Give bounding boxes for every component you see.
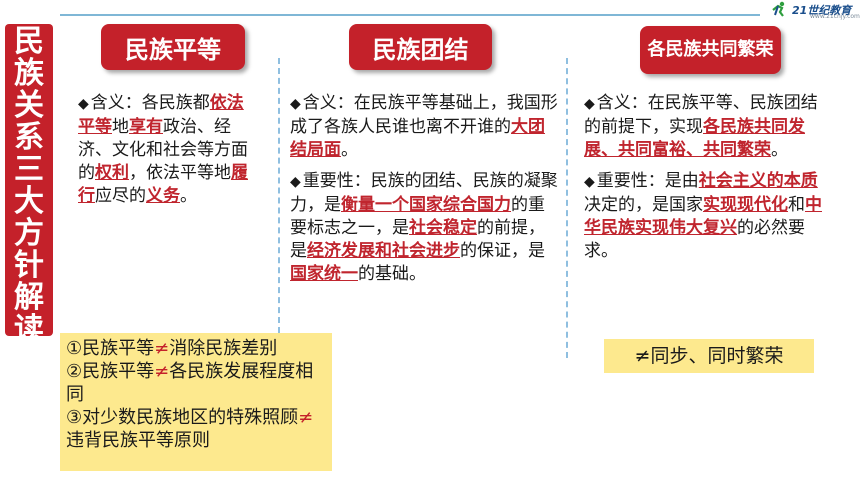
body-text: 含义：在民族平等基础上，我国形成了各族人民谁也离不开谁的 [290,93,558,137]
not-equal-sign: ≠ [154,361,170,382]
column-equality-text: ◆含义：各民族都依法平等地享有政治、经济、文化和社会等方面的权利，依法平等地履行… [78,92,258,216]
body-text: 应尽的 [95,186,146,206]
top-divider-line [60,14,760,16]
diamond-bullet-icon: ◆ [584,174,595,190]
highlight-keyword: 义务 [146,186,180,206]
heading-ethnic-equality: 民族平等 [101,24,245,70]
note-line: ②民族平等≠各民族发展程度相同 [66,361,314,405]
body-text: 政治、经济、文化和社会等方面的 [78,117,248,183]
body-text: 。 [341,140,358,160]
equality-notes: ①民族平等≠消除民族差别 ②民族平等≠各民族发展程度相同 ③对少数民族地区的特殊… [60,333,332,471]
body-text: 决定的，是国家 [584,195,703,215]
highlight-keyword: 各民族共同发展、共同富裕、共同繁荣 [584,117,805,160]
prosperity-note-text: 同步、同时繁荣 [650,345,784,367]
diamond-bullet-icon: ◆ [78,96,89,112]
column-prosperity-text: ◆含义：在民族平等、民族团结的前提下，实现各民族共同发展、共同富裕、共同繁荣。◆… [584,92,829,271]
highlight-keyword: 大团结局面 [290,117,545,160]
not-equal-sign: ≠ [298,407,314,428]
highlight-keyword: 中华民族实现伟大复兴 [584,195,822,238]
note-line: ①民族平等≠消除民族差别 [66,338,278,359]
brand-logo: 21世纪教育 www.21cnjy.com [770,0,860,20]
body-text: 的必然要求。 [584,218,805,261]
highlight-keyword: 经济发展和社会进步 [307,241,460,261]
highlight-keyword: 国家统一 [290,264,358,284]
highlight-keyword: 履行 [78,163,248,206]
body-text: 重要性：是由 [596,171,699,191]
bullet-paragraph: ◆含义：在民族平等基础上，我国形成了各族人民谁也离不开谁的大团结局面。 [290,92,560,162]
highlight-keyword: 享有 [129,117,163,137]
bullet-paragraph: ◆含义：在民族平等、民族团结的前提下，实现各民族共同发展、共同富裕、共同繁荣。 [584,92,829,162]
body-text: 。 [771,140,788,160]
diamond-bullet-icon: ◆ [584,96,595,112]
prosperity-note: ≠同步、同时繁荣 [604,339,814,373]
highlight-keyword: 社会主义的本质 [698,171,818,191]
body-text: 和 [788,195,805,215]
bullet-paragraph: ◆重要性：是由社会主义的本质决定的，是国家实现现代化和中华民族实现伟大复兴的必然… [584,170,829,263]
bullet-paragraph: ◆含义：各民族都依法平等地享有政治、经济、文化和社会等方面的权利，依法平等地履行… [78,92,258,208]
body-text: 地 [112,117,129,137]
highlight-keyword: 权利 [95,163,129,183]
side-title: 民族关系三大方针解读 [5,24,53,346]
body-text: 的基础。 [358,264,426,284]
body-text: ，依法平等地 [129,163,231,183]
diamond-bullet-icon: ◆ [290,96,301,112]
highlight-keyword: 依法平等 [78,93,244,137]
not-equal-sign: ≠ [154,338,170,359]
body-text: 重要性：民族的团结、民族的凝聚力，是 [290,171,558,215]
brand-name: 21世纪教育 [792,4,852,17]
diamond-bullet-icon: ◆ [290,174,301,190]
body-text: 的前提，是 [290,218,545,261]
runner-logo-icon [772,1,785,17]
not-equal-sign: ≠ [634,345,651,367]
body-text: 含义：各民族都 [90,93,210,113]
body-text: 的重要标志之一，是 [290,195,545,238]
bullet-paragraph: ◆重要性：民族的团结、民族的凝聚力，是衡量一个国家综合国力的重要标志之一，是社会… [290,170,560,286]
body-text: 的保证，是 [460,241,545,261]
body-text: 含义：在民族平等、民族团结的前提下，实现 [584,93,818,137]
heading-common-prosperity: 各民族共同繁荣 [640,26,781,74]
column-unity-text: ◆含义：在民族平等基础上，我国形成了各族人民谁也离不开谁的大团结局面。◆重要性：… [290,92,560,294]
note-line: ③对少数民族地区的特殊照顾≠违背民族平等原则 [66,407,314,451]
heading-ethnic-unity: 民族团结 [349,24,492,70]
highlight-keyword: 社会稳定 [409,218,477,238]
body-text: 。 [180,186,197,206]
highlight-keyword: 衡量一个国家综合国力 [341,195,511,215]
brand-url: www.21cnjy.com [810,13,860,20]
column-divider [566,58,568,358]
highlight-keyword: 实现现代化 [703,195,788,215]
column-divider [278,58,280,333]
